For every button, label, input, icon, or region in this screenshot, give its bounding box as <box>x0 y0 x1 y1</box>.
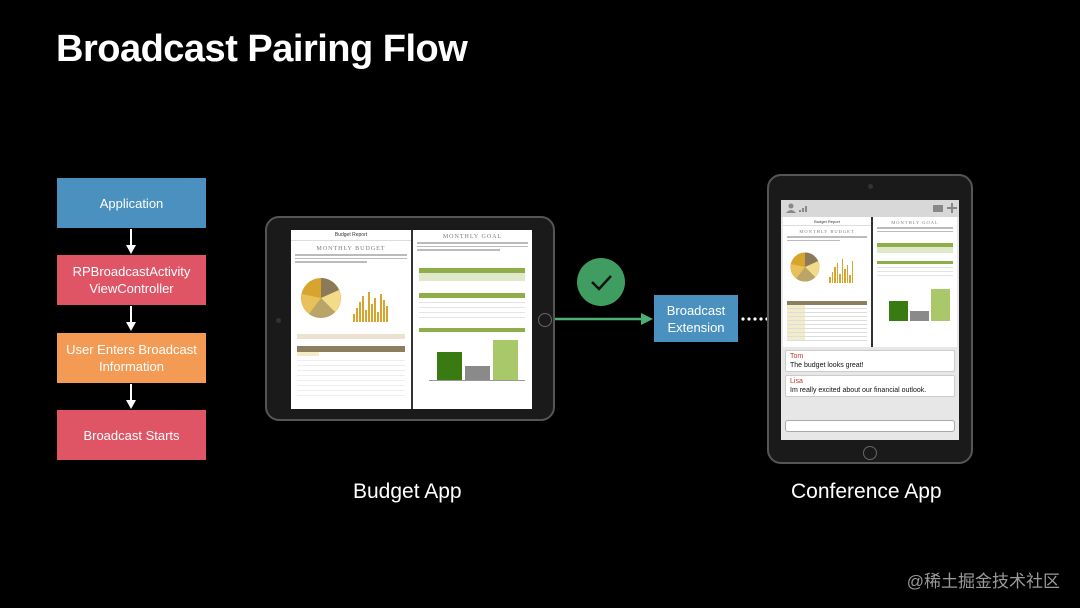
dotted-connector-icon <box>741 317 769 321</box>
budget-app-label: Budget App <box>353 480 462 503</box>
goal-bar-light <box>931 289 950 321</box>
goal-bar-green <box>437 352 462 380</box>
bar-chart-icon <box>829 257 853 283</box>
checkmark-circle-icon <box>577 258 625 306</box>
chat-sender: Lisa <box>790 378 803 385</box>
conference-app-ipad: Budget Report MONTHLY BUDGET MONTHLY GOA… <box>767 174 973 464</box>
pie-chart-icon <box>301 278 341 318</box>
user-icon <box>786 203 796 213</box>
goal-bar-gray <box>465 366 490 380</box>
flow-step-broadcast-starts: Broadcast Starts <box>57 410 206 460</box>
camera-icon <box>276 318 281 323</box>
broadcast-extension-box: Broadcast Extension <box>654 295 738 342</box>
broadcast-extension-label: Broadcast Extension <box>666 302 726 335</box>
flow-step-application: Application <box>57 178 206 228</box>
chat-input[interactable] <box>785 420 955 432</box>
flow-arrow-down-icon <box>126 384 136 410</box>
flow-step-user-enters-info: User Enters Broadcast Information <box>57 333 206 383</box>
pie-chart-icon <box>790 252 820 282</box>
watermark: @稀土掘金技术社区 <box>906 572 1060 591</box>
flow-arrow-right-icon <box>555 313 653 325</box>
home-button-icon <box>863 446 877 460</box>
goal-bar-gray <box>910 311 929 321</box>
budget-report-pane: Budget Report MONTHLY BUDGET <box>291 230 411 409</box>
flow-step-rpbroadcast-vc: RPBroadcastActivity ViewController <box>57 255 206 305</box>
flow-step-label: Broadcast Starts <box>83 427 180 443</box>
chat-text: Im really excited about our financial ou… <box>790 387 927 394</box>
bar-chart-icon <box>353 288 388 322</box>
pane-header: Budget Report <box>783 217 871 226</box>
chat-sender: Tom <box>790 353 804 360</box>
monthly-goal-pane: MONTHLY GOAL <box>873 217 957 347</box>
monthly-goal-pane: MONTHLY GOAL <box>413 230 532 409</box>
chat-message: Lisa Im really excited about our financi… <box>785 375 955 397</box>
conference-app-label: Conference App <box>791 480 942 503</box>
folder-icon <box>933 205 943 212</box>
home-button-icon <box>538 313 552 327</box>
camera-icon <box>868 184 873 189</box>
flow-step-label: Application <box>99 195 164 211</box>
goal-bar-light <box>493 340 518 380</box>
slide-title: Broadcast Pairing Flow <box>56 28 468 70</box>
add-icon[interactable] <box>947 203 957 213</box>
goal-bar-green <box>889 301 908 321</box>
budget-app-ipad: Budget Report MONTHLY BUDGET MONTHLY GOA… <box>265 216 555 421</box>
flow-arrow-down-icon <box>126 229 136 255</box>
doc-title: MONTHLY GOAL <box>442 234 503 240</box>
chat-message: Tom The budget looks great! <box>785 350 955 372</box>
doc-title: MONTHLY GOAL <box>891 220 939 225</box>
signal-icon <box>799 206 807 212</box>
doc-title: MONTHLY BUDGET <box>799 229 855 234</box>
budget-app-screen: Budget Report MONTHLY BUDGET MONTHLY GOA… <box>291 230 532 409</box>
chat-text: The budget looks great! <box>790 362 864 369</box>
flow-step-label: User Enters Broadcast Information <box>66 342 197 374</box>
flow-arrow-down-icon <box>126 306 136 332</box>
conference-app-screen: Budget Report MONTHLY BUDGET MONTHLY GOA… <box>781 200 959 440</box>
pane-header: Budget Report <box>291 230 411 241</box>
flow-step-label: RPBroadcastActivity ViewController <box>72 264 191 296</box>
doc-title: MONTHLY BUDGET <box>316 246 386 252</box>
conference-toolbar <box>781 200 959 217</box>
budget-report-pane: Budget Report MONTHLY BUDGET <box>783 217 871 347</box>
